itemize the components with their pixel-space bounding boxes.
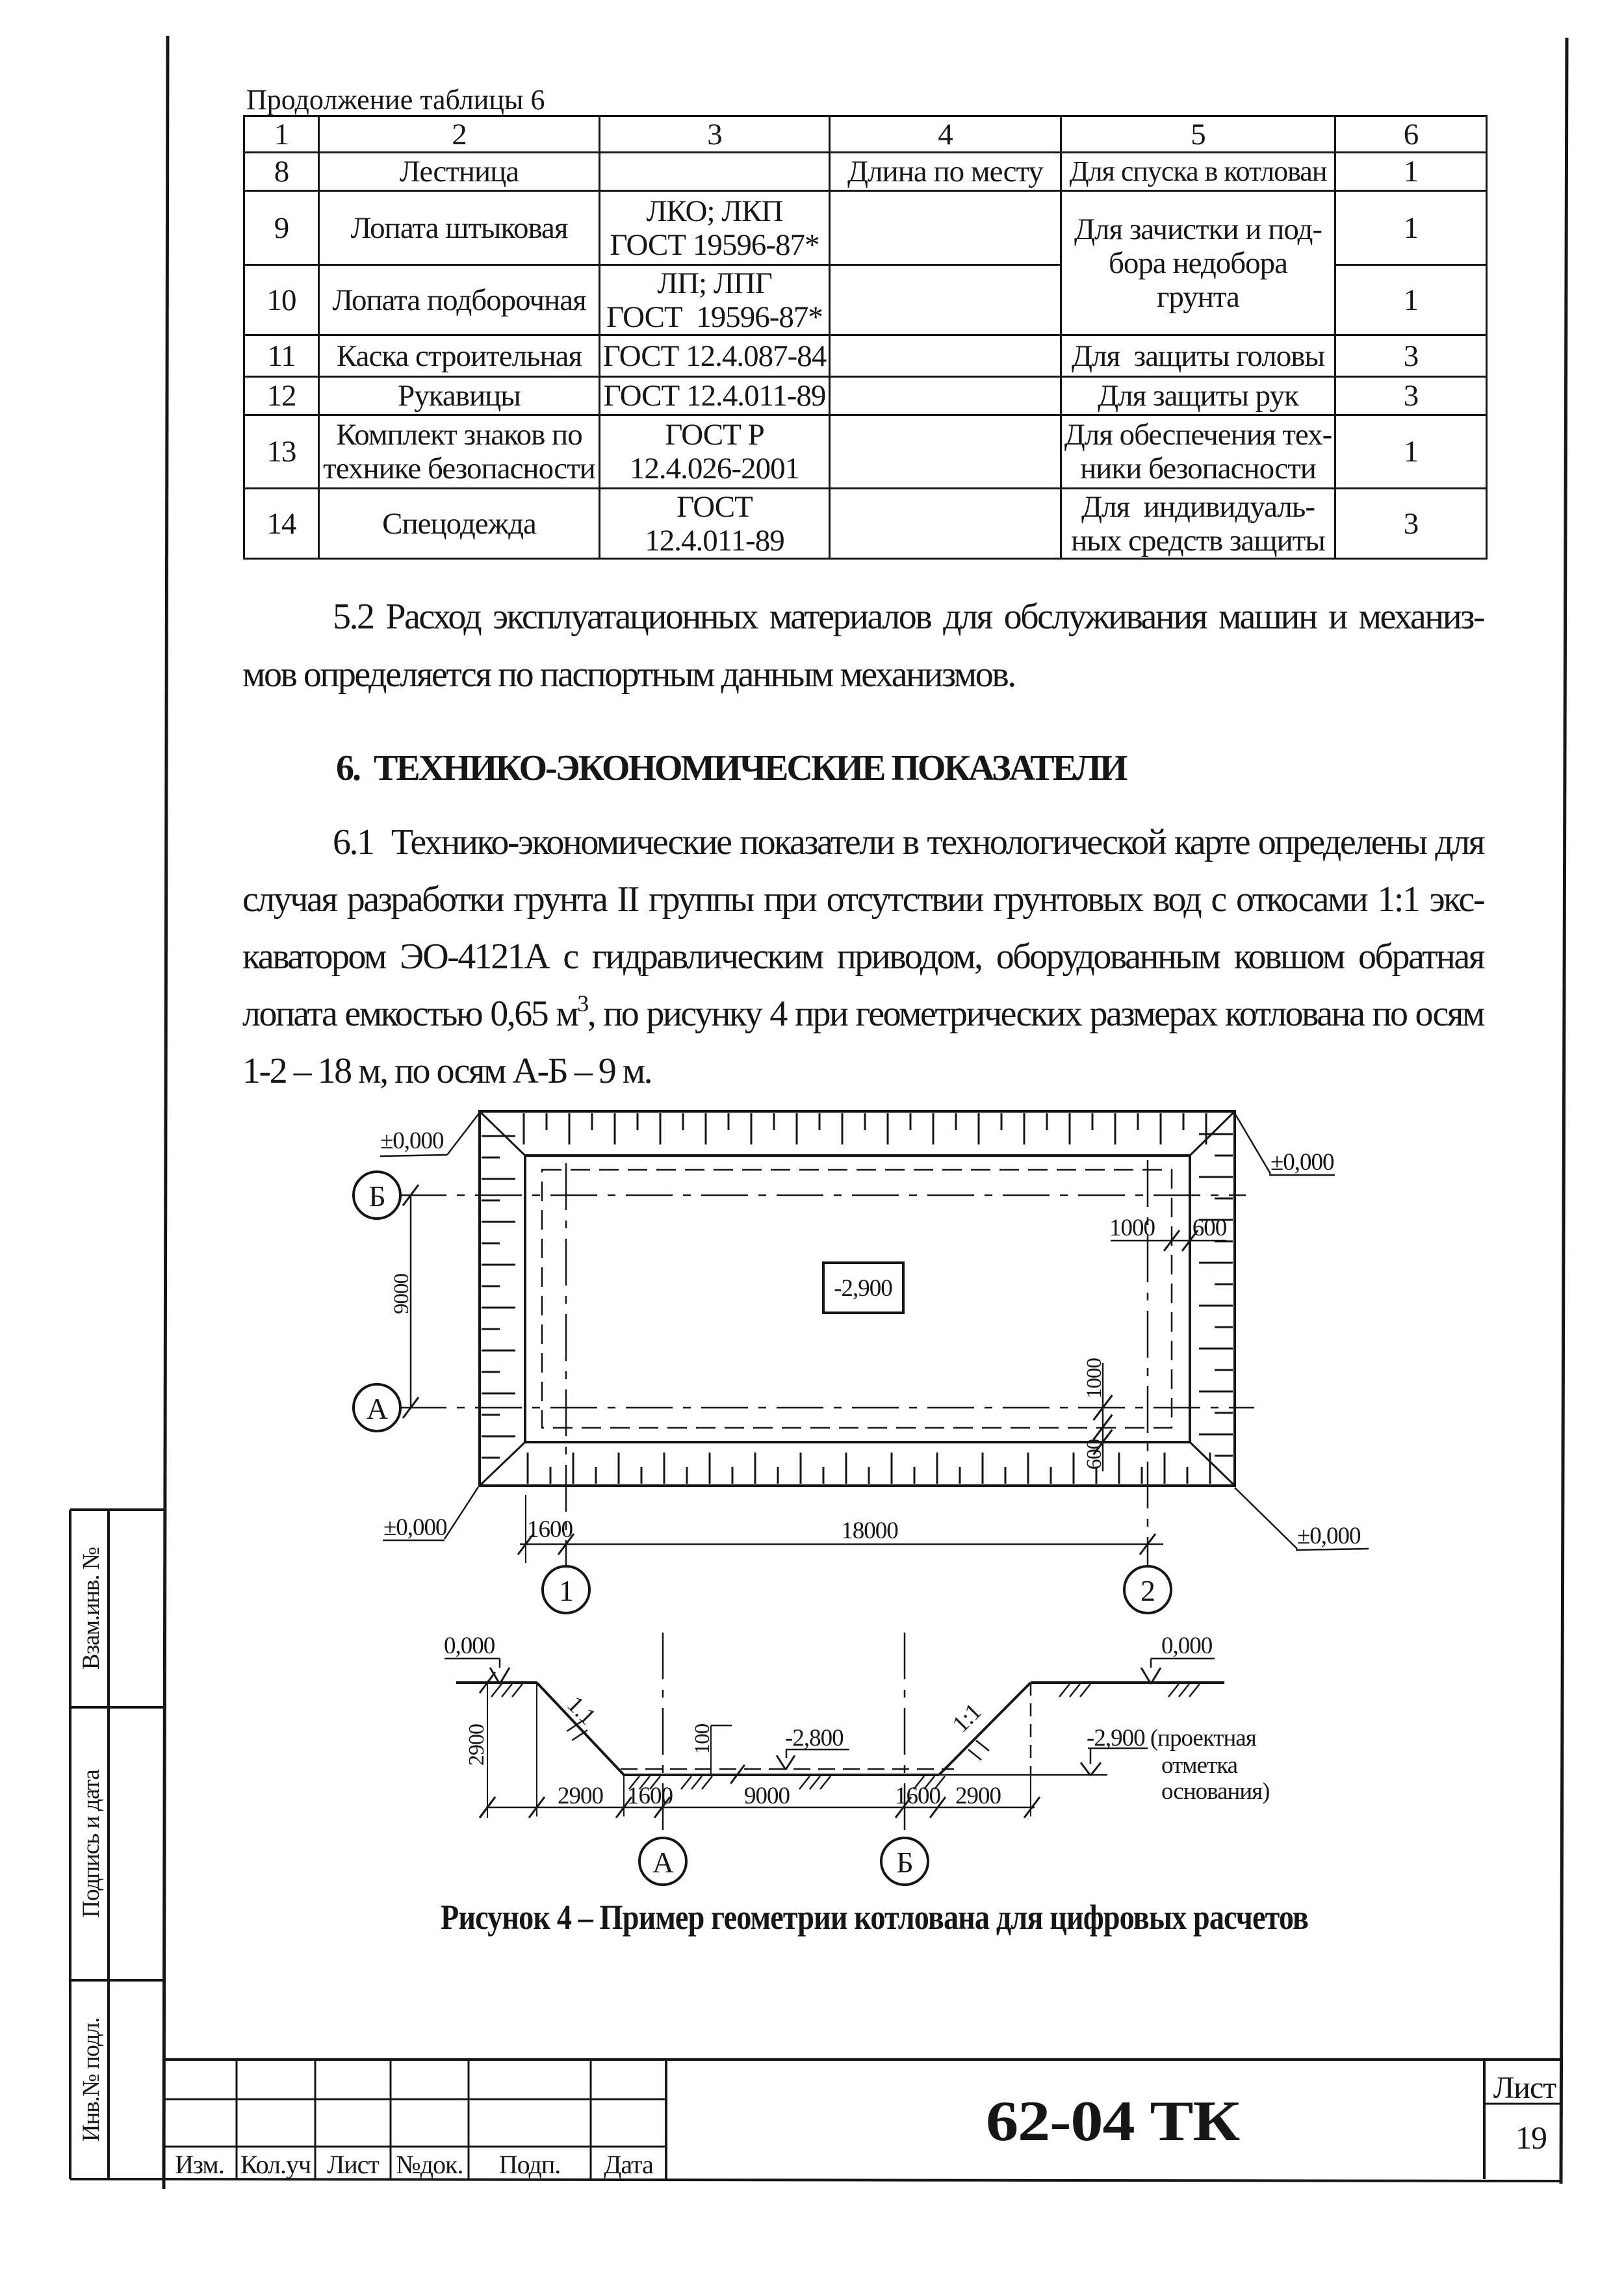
svg-text:1600: 1600 <box>627 1783 673 1809</box>
svg-text:9000: 9000 <box>744 1783 790 1809</box>
svg-text:1600: 1600 <box>527 1516 573 1543</box>
svg-text:18000: 18000 <box>841 1518 898 1544</box>
svg-text:-2,800: -2,800 <box>785 1725 844 1751</box>
svg-text:2900: 2900 <box>558 1783 604 1809</box>
svg-text:№док.: №док. <box>396 2150 463 2179</box>
svg-text:Изм.: Изм. <box>175 2150 224 2179</box>
svg-text:Кол.уч: Кол.уч <box>240 2150 311 2179</box>
svg-text:основания): основания) <box>1161 1778 1270 1805</box>
svg-text:600: 600 <box>1083 1439 1106 1469</box>
svg-text:2: 2 <box>1141 1574 1155 1607</box>
svg-text:9000: 9000 <box>390 1274 413 1315</box>
svg-text:0,000: 0,000 <box>1161 1633 1213 1659</box>
svg-text:±0,000: ±0,000 <box>1297 1523 1361 1549</box>
svg-text:Взам.инв. №: Взам.инв. № <box>78 1547 105 1670</box>
svg-text:1: 1 <box>559 1574 573 1607</box>
svg-text:1600: 1600 <box>895 1783 941 1809</box>
svg-text:Дата: Дата <box>604 2150 654 2179</box>
svg-text:1.1: 1.1 <box>561 1691 600 1730</box>
svg-text:0,000: 0,000 <box>444 1633 495 1659</box>
svg-text:2900: 2900 <box>955 1783 1001 1809</box>
svg-text:±0,000: ±0,000 <box>383 1514 447 1541</box>
svg-text:Лист: Лист <box>327 2150 379 2179</box>
svg-text:-2,900: -2,900 <box>834 1275 892 1302</box>
svg-text:Подпись и дата: Подпись и дата <box>78 1770 105 1918</box>
svg-text:19: 19 <box>1515 2119 1547 2156</box>
svg-text:А: А <box>652 1846 674 1879</box>
svg-text:±0,000: ±0,000 <box>1270 1149 1334 1176</box>
svg-text:отметка: отметка <box>1161 1752 1238 1779</box>
svg-text:Подп.: Подп. <box>499 2150 561 2179</box>
svg-text:1000: 1000 <box>1109 1215 1155 1241</box>
svg-text:±0,000: ±0,000 <box>380 1128 444 1154</box>
svg-text:600: 600 <box>1192 1215 1227 1241</box>
svg-text:Лист: Лист <box>1493 2071 1557 2105</box>
svg-text:А: А <box>367 1392 388 1425</box>
svg-text:1000: 1000 <box>1083 1358 1106 1399</box>
svg-text:Б: Б <box>896 1846 912 1879</box>
svg-text:-2,900 (проектная: -2,900 (проектная <box>1087 1725 1257 1751</box>
svg-text:Рисунок 4 – Пример геометрии к: Рисунок 4 – Пример геометрии котлована д… <box>441 1898 1308 1937</box>
svg-text:Инв.№ подл.: Инв.№ подл. <box>78 2018 105 2142</box>
svg-text:62-04 ТК: 62-04 ТК <box>986 2090 1240 2153</box>
svg-text:100: 100 <box>691 1724 714 1754</box>
svg-text:Б: Б <box>368 1180 385 1213</box>
svg-text:2900: 2900 <box>465 1724 489 1766</box>
